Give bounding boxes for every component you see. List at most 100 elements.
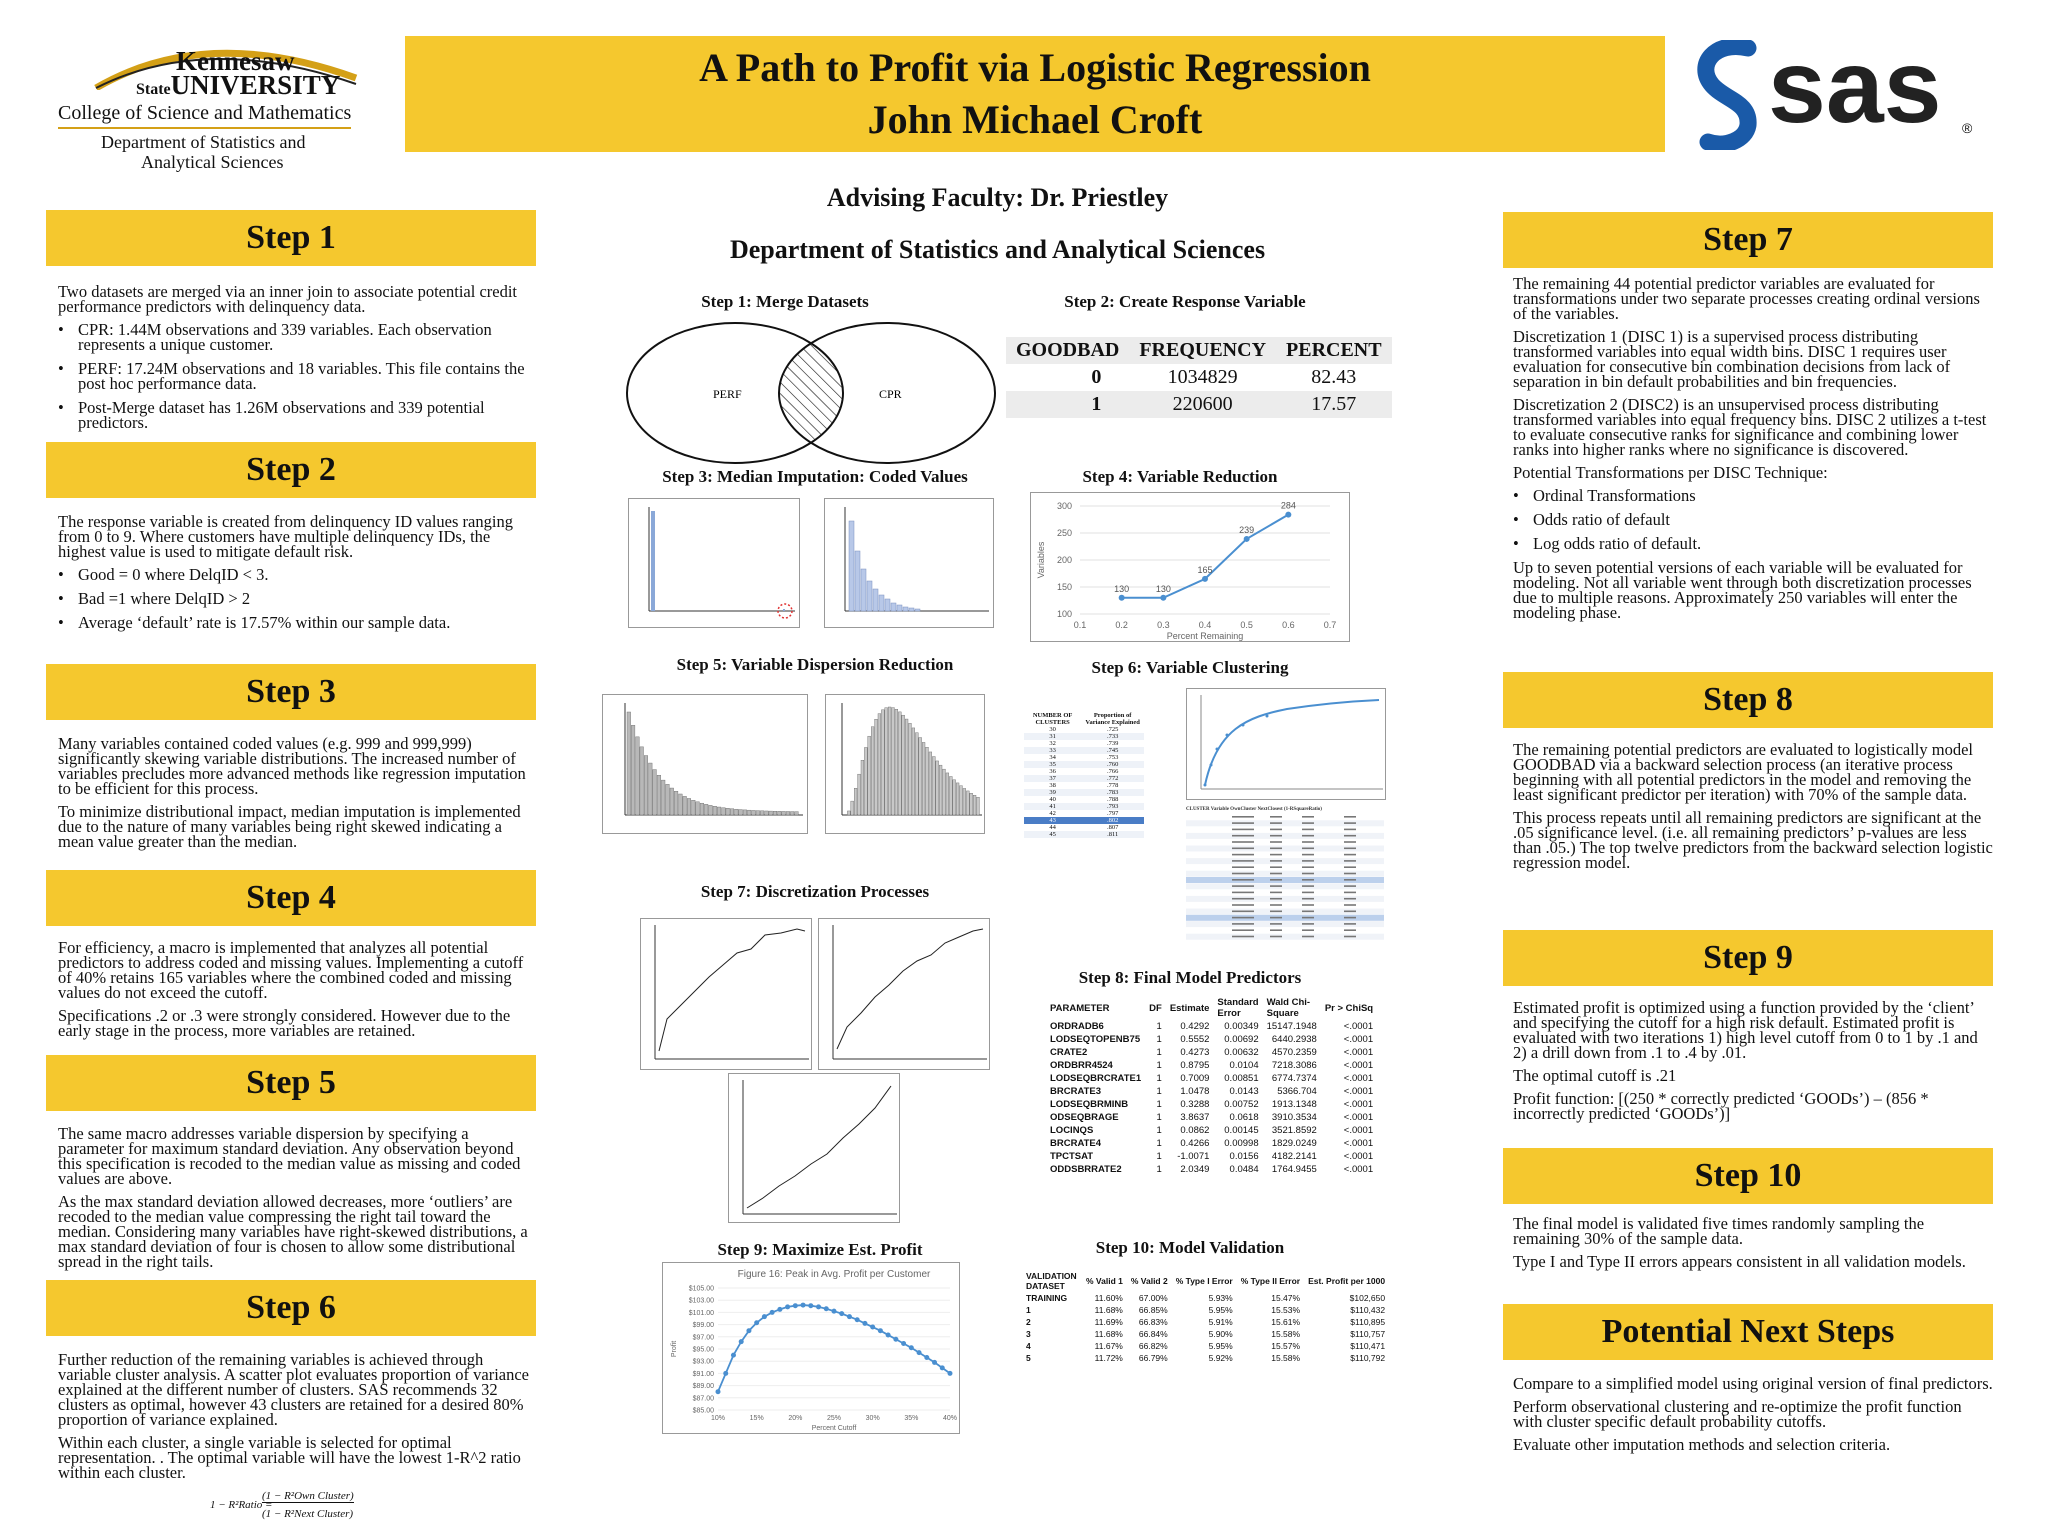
hist-bar — [952, 779, 956, 816]
step7-para1: The remaining 44 potential predictor var… — [1513, 274, 1980, 323]
hist-bar — [738, 809, 743, 816]
x-axis-label: Percent Cutoff — [812, 1425, 857, 1432]
fig6-cluster-detail-table: CLUSTER Variable OwnCluster NextClosest … — [1184, 804, 1388, 942]
data-point — [1243, 535, 1250, 542]
hist-bar — [764, 810, 769, 816]
x-tick-label: 0.5 — [1240, 620, 1253, 630]
step9-text: Estimated profit is optimized using a fu… — [1513, 999, 1993, 1129]
row-value — [1344, 866, 1356, 868]
table-row: 36.766 — [1049, 768, 1119, 775]
x-tick-label: 30% — [866, 1415, 880, 1422]
x-tick-label: 0.2 — [1115, 620, 1128, 630]
row-value — [1270, 847, 1282, 850]
row-value — [1232, 828, 1254, 831]
data-point — [816, 1304, 822, 1310]
data-point — [792, 1303, 798, 1309]
hist-bar — [850, 800, 854, 816]
hist-bar — [898, 711, 902, 816]
x-tick-label: 25% — [827, 1415, 841, 1422]
y-tick-label: 200 — [1057, 555, 1072, 565]
data-point — [761, 1314, 767, 1320]
hist-bar — [708, 805, 713, 816]
row-value — [1232, 841, 1254, 843]
table-row — [1186, 832, 1384, 839]
row-value — [1302, 904, 1314, 906]
row-value — [1344, 904, 1356, 906]
table-row — [1186, 933, 1384, 940]
data-point — [823, 1306, 829, 1312]
row-value — [1302, 929, 1314, 931]
resp-col-percent: PERCENT — [1276, 337, 1392, 364]
step3-para2: To minimize distributional impact, media… — [58, 802, 521, 851]
step10-para1: The final model is validated five times … — [1513, 1214, 1925, 1248]
ksu-arch-icon — [94, 49, 358, 90]
table-row — [1186, 820, 1384, 827]
step7-bullet-odds: Odds ratio of default — [1513, 511, 1993, 528]
row-value — [1344, 897, 1356, 900]
fig5-title: Step 5: Variable Dispersion Reduction — [676, 655, 954, 674]
ksu-college: College of Science and Mathematics — [58, 102, 352, 129]
resp-col-goodbad: GOODBAD — [1006, 337, 1130, 364]
row-value — [1270, 916, 1282, 919]
sas-wordmark: sas — [1768, 29, 1942, 145]
table-row — [1186, 895, 1384, 902]
y-tick-label: $99.00 — [693, 1322, 715, 1329]
table-row: 37.772 — [1024, 775, 1144, 782]
hist-bar — [921, 742, 926, 816]
step7-bullet-logodds: Log odds ratio of default. — [1513, 535, 1993, 552]
hist-bar — [918, 737, 922, 816]
row-value — [1270, 891, 1282, 894]
table-row: 30.725 — [1049, 726, 1119, 733]
data-point — [947, 1370, 953, 1376]
y-axis-label: Variables — [1036, 541, 1046, 578]
poster-title: A Path to Profit via Logistic Regression — [699, 45, 1371, 90]
step7-bullet-ordinal: Ordinal Transformations — [1513, 487, 1993, 504]
fig7-disc-chart-1 — [640, 918, 812, 1070]
resp-col-frequency: FREQUENCY — [1129, 337, 1277, 364]
step4-header: Step 4 — [46, 870, 536, 926]
step2-para: The response variable is created from de… — [58, 512, 513, 561]
row-value — [1270, 897, 1282, 900]
row-value — [1344, 929, 1356, 931]
row-value — [1270, 853, 1282, 856]
formula-numerator: (1 − R²Own Cluster) — [262, 1490, 354, 1503]
row-value — [1302, 822, 1314, 824]
row-value — [1344, 872, 1356, 875]
row-value — [1270, 860, 1282, 862]
table-row — [1186, 914, 1384, 921]
y-tick-label: $97.00 — [693, 1334, 715, 1341]
data-label: 130 — [1114, 584, 1129, 594]
hist-bar — [901, 714, 905, 816]
step1-header: Step 1 — [46, 210, 536, 266]
hist-bar — [915, 732, 919, 816]
row-value — [1344, 834, 1356, 837]
step5-header: Step 5 — [46, 1055, 536, 1111]
venn-label-perf: PERF — [713, 387, 742, 401]
data-point — [754, 1320, 760, 1326]
next-steps-text: Compare to a simplified model using orig… — [1513, 1375, 1993, 1460]
hist-bar — [871, 726, 875, 816]
table-row — [1186, 858, 1384, 865]
table-row: 39.783 — [1024, 789, 1144, 796]
data-point — [831, 1308, 837, 1314]
x-tick-label: 10% — [711, 1415, 725, 1422]
step7-header: Step 7 — [1503, 212, 1993, 268]
hist-bar — [669, 787, 674, 816]
row-value — [1270, 910, 1282, 913]
row-value — [1302, 828, 1314, 831]
fig5-histogram-before — [602, 694, 808, 834]
data-point — [854, 1317, 860, 1323]
x-tick-label: 0.7 — [1324, 620, 1337, 630]
data-point — [1160, 594, 1167, 601]
y-tick-label: 250 — [1057, 528, 1072, 538]
venn-label-cpr: CPR — [879, 387, 902, 401]
sas-registered: ® — [1962, 120, 1973, 136]
fig3-title: Step 3: Median Imputation: Coded Values — [662, 467, 968, 486]
hist-bar — [857, 773, 861, 816]
table-row — [1186, 889, 1384, 896]
next-steps-header: Potential Next Steps — [1503, 1304, 1993, 1360]
table-row — [1186, 877, 1384, 883]
